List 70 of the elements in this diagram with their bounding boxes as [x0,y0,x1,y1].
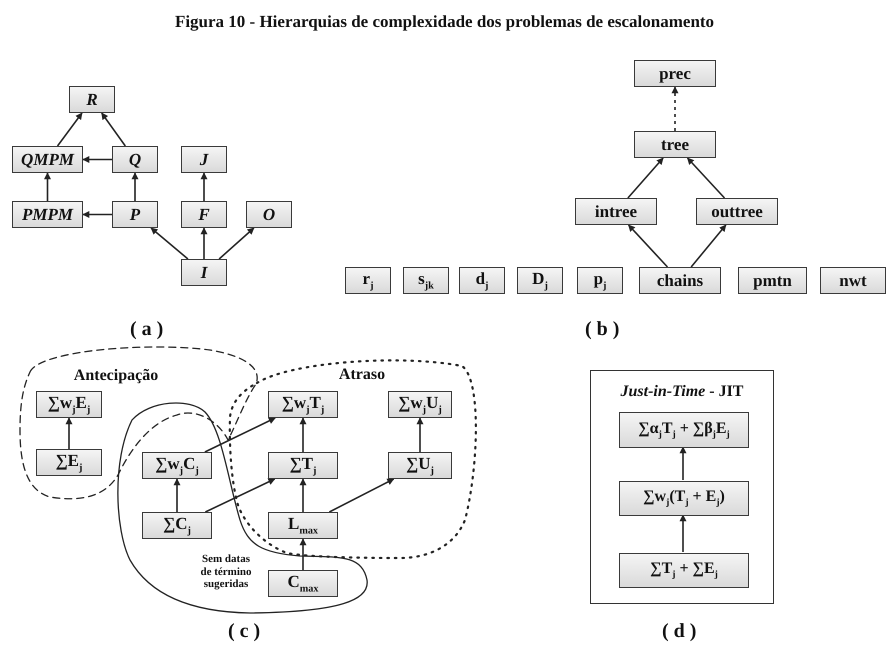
node-box: ∑E$_{j}$ [36,449,102,476]
node-box: ∑U$_{j}$ [388,452,452,479]
node-box: I [181,259,227,286]
node-box: nwt [820,267,886,294]
arrow [66,417,72,449]
node-box: pmtn [738,267,807,294]
node-box: J [181,146,227,173]
arrow [205,478,276,513]
arrow [174,478,180,512]
arrow [680,514,686,552]
arrow [200,227,208,259]
arrow [132,172,138,201]
arrow [300,417,306,452]
arrow [690,224,726,268]
region-label: Atraso [338,366,386,384]
region-label: Antecipação [72,367,160,386]
node-box: ∑T$_{j}$ + ∑E$_{j}$ [619,553,749,588]
arrow [628,224,668,268]
node-box: R [69,86,115,113]
arrow [680,446,686,480]
arrow [150,227,188,260]
figure-title: Figura 10 - Hierarquias de complexidade dos problemas de escalonamento [174,12,716,32]
node-box: prec [634,60,716,87]
arrow [56,112,83,146]
group-frame [590,370,774,604]
node-box: L$_{max}$ [268,512,338,539]
arrow [672,86,678,131]
node-box: ∑w$_{j}$C$_{j}$ [142,452,212,479]
node-box: QMPM [12,146,83,173]
arrow [101,112,126,146]
node-box: d$_{j}$ [459,267,505,294]
arrow [627,157,664,199]
node-box: ∑w$_{j}$T$_{j}$ [268,391,338,418]
region-label: Sem datas de término sugeridas [199,553,252,591]
node-box: P [112,201,158,228]
node-box: O [246,201,292,228]
arrow [200,172,208,201]
node-box: s$_{jk}$ [403,267,449,294]
arrow [44,172,51,201]
node-box: p$_{j}$ [577,267,623,294]
arrow [300,478,306,512]
node-box: C$_{max}$ [268,570,338,597]
node-box: D$_{j}$ [517,267,563,294]
arrow [686,157,726,199]
node-box: outtree [696,198,778,225]
panel-label: ( a ) [130,318,164,341]
arrow [82,156,112,163]
node-box: PMPM [12,201,83,228]
node-box: F [181,201,227,228]
node-box: ∑w$_{j}$E$_{j}$ [36,391,102,418]
node-box: Q [112,146,158,173]
node-box: ∑w$_{j}$U$_{j}$ [388,391,452,418]
node-box: tree [634,131,716,158]
arrow [300,538,306,570]
node-box: ∑α$_{j}$T$_{j}$ + ∑β$_{j}$E$_{j}$ [619,412,749,448]
panel-label: ( b ) [585,318,620,341]
panel-label: ( d ) [662,620,696,643]
panel-label: ( c ) [228,620,260,643]
node-box: r$_{j}$ [345,267,391,294]
arrow [218,227,254,260]
node-box: ∑C$_{j}$ [142,512,212,539]
node-box: ∑T$_{j}$ [268,452,338,479]
arrow [204,417,276,453]
arrow [416,417,424,452]
frame-heading: Just-in-Time - JIT [620,383,744,401]
node-box: chains [639,267,721,294]
node-box: intree [575,198,657,225]
node-box: ∑w$_{j}$(T$_{j}$ + E$_{j}$) [619,481,749,516]
arrow [82,211,112,218]
arrow [328,478,394,513]
